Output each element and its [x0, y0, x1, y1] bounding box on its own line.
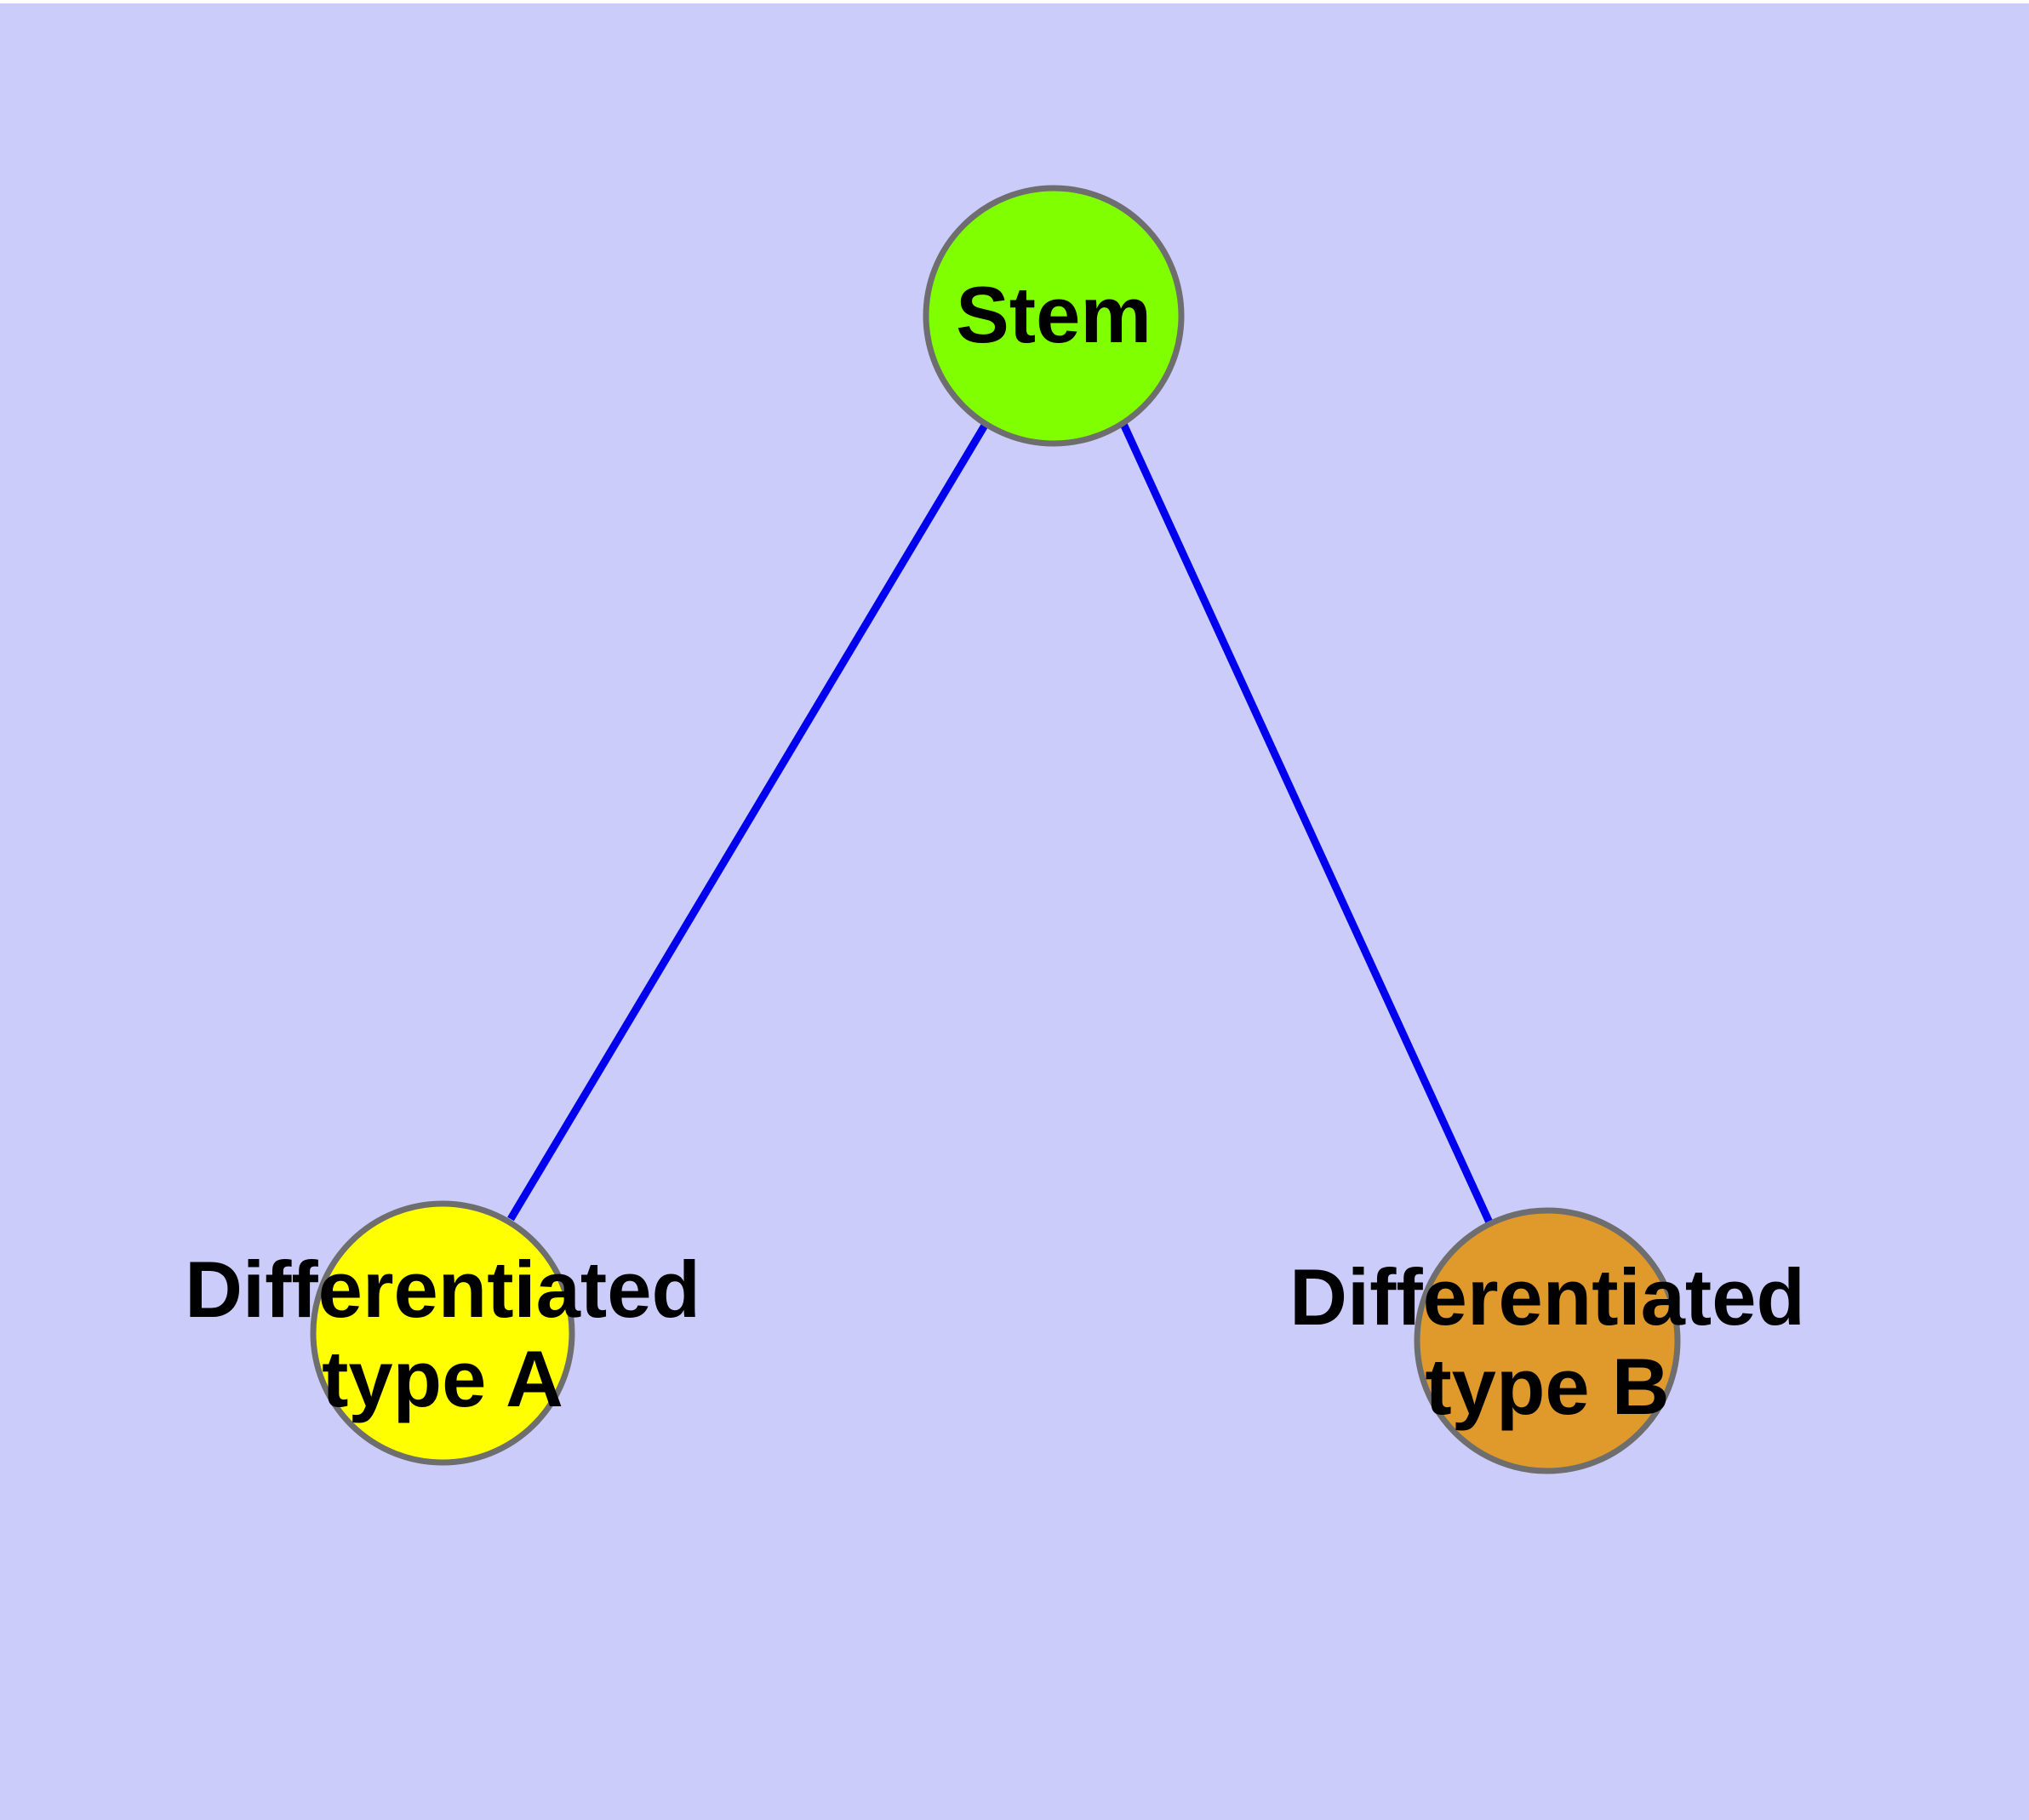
node-differentiated-type-a[interactable]: [310, 1200, 575, 1466]
node-layer: [310, 185, 1681, 1474]
node-differentiated-type-a-circle[interactable]: [310, 1200, 575, 1466]
edge-layer: [507, 421, 1494, 1224]
edge-stem-to-differentiated-type-a[interactable]: [507, 421, 989, 1222]
node-stem-label: Stem: [956, 270, 1152, 359]
node-differentiated-type-b-circle[interactable]: [1414, 1207, 1681, 1474]
label-layer: Stem Differentiated type A Differentiate…: [185, 270, 1805, 1431]
node-stem[interactable]: [923, 185, 1185, 447]
node-differentiated-type-b-label-line2: type B: [1425, 1342, 1669, 1431]
node-differentiated-type-b-label-line1: Differentiated: [1289, 1252, 1805, 1342]
node-differentiated-type-b[interactable]: [1414, 1207, 1681, 1474]
node-differentiated-type-a-label-line2: type A: [322, 1334, 563, 1423]
node-differentiated-type-a-label-line1: Differentiated: [185, 1245, 700, 1334]
edge-stem-to-differentiated-type-b[interactable]: [1119, 422, 1494, 1224]
node-stem-circle[interactable]: [923, 185, 1185, 447]
